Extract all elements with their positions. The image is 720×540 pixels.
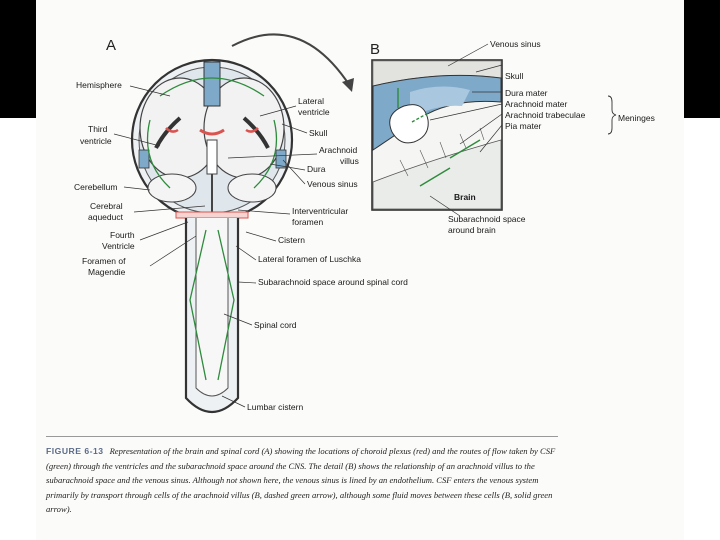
label-foramen-magendie-1: Foramen of [82, 256, 126, 266]
label-hemisphere: Hemisphere [76, 80, 122, 90]
label-lateral-ventricle-1: Lateral [298, 96, 324, 106]
lateral-sinus-right [275, 149, 287, 169]
venous-sinus-lumen [410, 86, 470, 118]
meninges-brace [607, 95, 617, 135]
panel-a-letter: A [106, 37, 116, 54]
choroid-plexus-red [199, 128, 225, 136]
lateral-sinus-left [138, 149, 150, 169]
label-fourth-ventricle-1: Fourth [110, 230, 135, 240]
label-foramen-magendie-2: Magendie [88, 267, 126, 277]
detail-arrowhead [342, 78, 354, 92]
label-meninges: Meninges [618, 113, 655, 123]
label-lumbar-cistern: Lumbar cistern [247, 402, 303, 412]
caption-text: Representation of the brain and spinal c… [46, 446, 556, 515]
label-pia-mater: Pia mater [505, 121, 542, 131]
page-sheet [36, 0, 684, 540]
csf-flow-b [397, 88, 481, 187]
label-cerebral-aqueduct-2: aqueduct [88, 212, 124, 222]
label-dura-mater: Dura mater [505, 88, 548, 98]
arachnoid-trabeculae [399, 127, 485, 177]
label-interventricular-1: Interventricular [292, 206, 348, 216]
fourth-ventricle [175, 211, 249, 219]
panel-b-letter: B [370, 41, 380, 58]
label-arachnoid-villus-2: villus [340, 156, 359, 166]
label-subarachnoid-spinal: Subarachnoid space around spinal cord [258, 277, 408, 287]
arachnoid-villus-b [389, 104, 429, 144]
label-fourth-ventricle-2: Ventricle [102, 241, 135, 251]
label-arachnoid-trabeculae: Arachnoid trabeculae [505, 110, 586, 120]
label-third-ventricle-2: ventricle [80, 136, 112, 146]
panel-a: A [74, 33, 408, 413]
panel-b: B Brain Ven [370, 39, 655, 235]
label-cistern: Cistern [278, 235, 305, 245]
label-skull-a: Skull [309, 128, 328, 138]
choroid-plexus-lateral [165, 127, 259, 133]
leader-lines-a [113, 85, 318, 408]
brain-region [372, 139, 502, 210]
label-venous-sinus-a: Venous sinus [307, 179, 358, 189]
label-cerebral-aqueduct-1: Cerebral [90, 201, 123, 211]
label-venous-sinus-b: Venous sinus [490, 39, 541, 49]
caption-rule [46, 436, 558, 437]
label-third-ventricle-1: Third [88, 124, 108, 134]
label-arachnoid-mater: Arachnoid mater [505, 99, 568, 109]
figure-number: FIGURE 6-13 [46, 446, 104, 456]
label-arachnoid-villus-1: Arachnoid [319, 145, 358, 155]
label-dura: Dura [307, 164, 326, 174]
label-subarachnoid-brain-2: around brain [448, 225, 496, 235]
label-spinal-cord: Spinal cord [254, 320, 297, 330]
csf-flow-arrows [146, 77, 278, 381]
label-lateral-foramen-luschka: Lateral foramen of Luschka [258, 254, 361, 264]
label-cerebellum: Cerebellum [74, 182, 117, 192]
third-ventricle [206, 139, 218, 175]
label-lateral-ventricle-2: ventricle [298, 107, 330, 117]
detail-arrow [231, 33, 351, 87]
superior-sagittal-sinus [203, 61, 221, 107]
cerebellum-right [227, 173, 277, 203]
label-brain: Brain [454, 192, 476, 202]
label-subarachnoid-brain-1: Subarachnoid space [448, 214, 526, 224]
cerebellum-left [147, 173, 197, 203]
leader-lines-b [429, 43, 503, 217]
label-skull-b: Skull [505, 71, 524, 81]
spinal-cord [195, 218, 229, 397]
label-interventricular-2: foramen [292, 217, 323, 227]
